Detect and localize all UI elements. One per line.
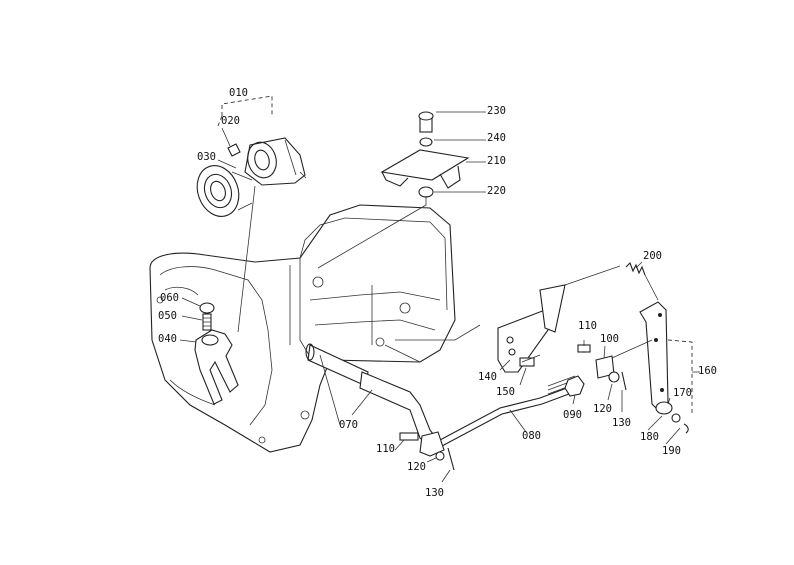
label-part-190: 190 bbox=[662, 445, 681, 457]
part-040-release-fork bbox=[194, 329, 239, 405]
label-part-120-lower: 120 bbox=[407, 461, 426, 473]
label-part-030: 030 bbox=[197, 151, 216, 163]
label-part-130-upper: 130 bbox=[612, 417, 631, 429]
label-part-110-upper: 110 bbox=[578, 320, 597, 332]
label-part-020: 020 bbox=[221, 115, 240, 127]
label-part-160: 160 bbox=[698, 365, 717, 377]
label-part-070: 070 bbox=[339, 419, 358, 431]
part-190-clip bbox=[683, 423, 689, 434]
part-030-bearing bbox=[196, 165, 253, 217]
label-part-080: 080 bbox=[522, 430, 541, 442]
part-180-washer bbox=[671, 413, 681, 423]
part-170-pin bbox=[655, 401, 673, 415]
label-part-170: 170 bbox=[673, 387, 692, 399]
part-200-spring bbox=[625, 262, 659, 301]
upper-clevis bbox=[577, 344, 627, 391]
label-part-240: 240 bbox=[487, 132, 506, 144]
label-part-220: 220 bbox=[487, 185, 506, 197]
label-part-060: 060 bbox=[160, 292, 179, 304]
part-210-plate bbox=[380, 149, 470, 189]
part-140-bracket bbox=[497, 265, 621, 373]
part-150-bolt bbox=[519, 354, 541, 367]
part-020-fitting bbox=[221, 127, 241, 157]
label-part-140: 140 bbox=[478, 371, 497, 383]
label-part-050: 050 bbox=[158, 310, 177, 322]
part-050-bolt bbox=[202, 313, 212, 331]
label-part-180: 180 bbox=[640, 431, 659, 443]
leader-lines bbox=[179, 111, 700, 483]
label-part-110-lower: 110 bbox=[376, 443, 395, 455]
leader-220 bbox=[317, 196, 427, 269]
part-230-bolt bbox=[418, 111, 434, 133]
label-part-150: 150 bbox=[496, 386, 515, 398]
label-part-010: 010 bbox=[229, 87, 248, 99]
lower-joint bbox=[399, 431, 455, 471]
label-part-130-lower: 130 bbox=[425, 487, 444, 499]
part-090-nut bbox=[564, 375, 585, 397]
bracket-010 bbox=[221, 95, 273, 116]
part-060-cap bbox=[199, 302, 215, 314]
label-part-210: 210 bbox=[487, 155, 506, 167]
part-070-shaft bbox=[305, 343, 437, 447]
label-part-100: 100 bbox=[600, 333, 619, 345]
label-part-230: 230 bbox=[487, 105, 506, 117]
label-part-040: 040 bbox=[158, 333, 177, 345]
bracket-010-tick bbox=[217, 115, 223, 127]
transmission-housing bbox=[149, 204, 481, 453]
label-part-120-upper: 120 bbox=[593, 403, 612, 415]
part-220-washer bbox=[418, 186, 434, 198]
part-240-washer bbox=[419, 137, 433, 147]
label-part-200: 200 bbox=[643, 250, 662, 262]
part-010-hub bbox=[237, 137, 307, 333]
label-part-090: 090 bbox=[563, 409, 582, 421]
